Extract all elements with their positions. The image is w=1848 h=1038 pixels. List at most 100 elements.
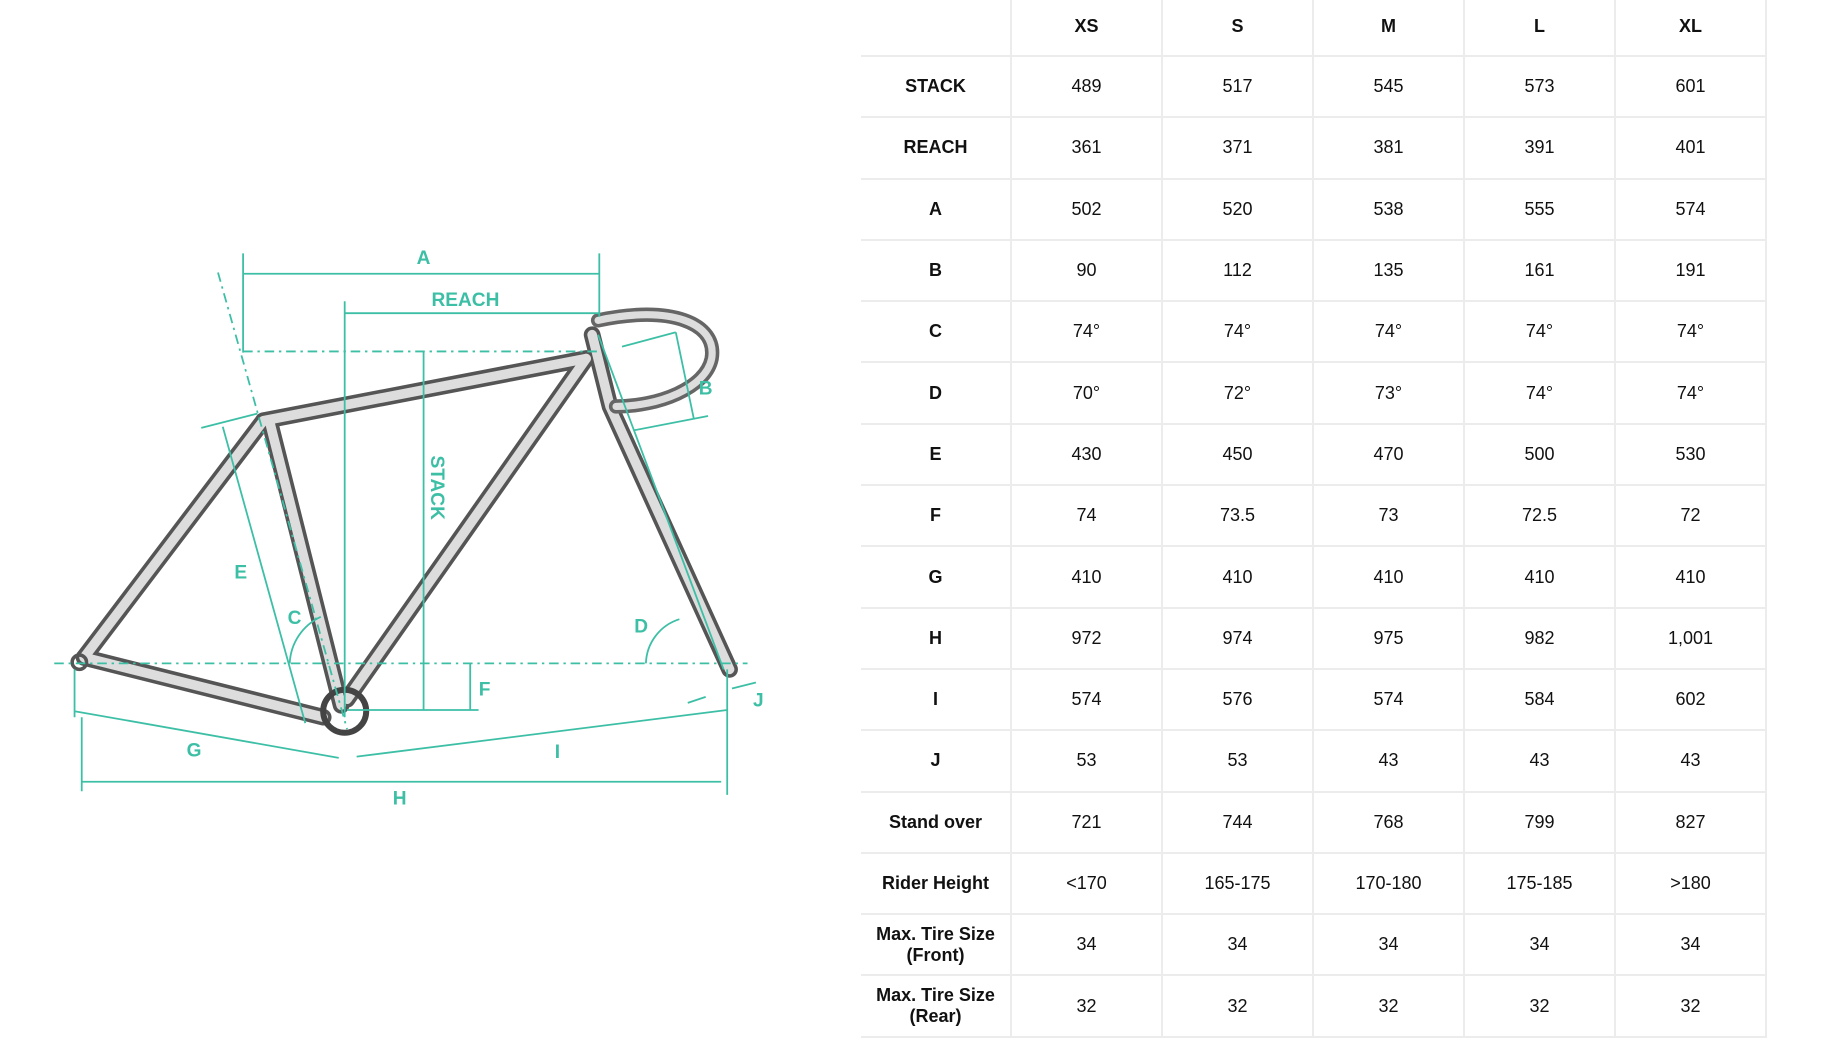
table-cell: 410 xyxy=(1010,545,1163,609)
table-cell: 43 xyxy=(1463,729,1616,793)
table-cell: >180 xyxy=(1614,851,1767,916)
table-cell: 584 xyxy=(1463,667,1616,732)
table-cell: 391 xyxy=(1463,116,1616,180)
table-cell: 982 xyxy=(1463,606,1616,670)
table-cell: 721 xyxy=(1010,790,1163,854)
table-cell: 112 xyxy=(1161,238,1314,303)
table-cell: 974 xyxy=(1161,606,1314,670)
table-cell: 74° xyxy=(1463,361,1616,425)
row-label: H xyxy=(861,606,1012,670)
table-cell: 601 xyxy=(1614,54,1767,119)
table-cell: 538 xyxy=(1312,177,1465,241)
table-cell: 602 xyxy=(1614,667,1767,732)
table-cell: 744 xyxy=(1161,790,1314,854)
table-cell: 410 xyxy=(1463,545,1616,609)
table-cell: 975 xyxy=(1312,606,1465,670)
table-cell: 74° xyxy=(1614,300,1767,364)
table-cell: 576 xyxy=(1161,667,1314,732)
table-cell: 191 xyxy=(1614,238,1767,303)
table-cell: 410 xyxy=(1161,545,1314,609)
header-empty xyxy=(861,0,1012,57)
table-cell: 799 xyxy=(1463,790,1616,854)
table-cell: 74° xyxy=(1312,300,1465,364)
dim-label-c: C xyxy=(288,608,302,629)
table-header-row: XS S M L XL xyxy=(861,0,1767,57)
table-cell: 489 xyxy=(1010,54,1163,119)
table-cell: 34 xyxy=(1010,913,1163,977)
table-cell: 165-175 xyxy=(1161,851,1314,916)
table-cell: <170 xyxy=(1010,851,1163,916)
table-cell: 32 xyxy=(1614,974,1767,1038)
table-cell: 53 xyxy=(1161,729,1314,793)
table-cell: 175-185 xyxy=(1463,851,1616,916)
table-cell: 32 xyxy=(1312,974,1465,1038)
dim-label-e: E xyxy=(234,563,247,584)
table-cell: 90 xyxy=(1010,238,1163,303)
table-cell: 574 xyxy=(1614,177,1767,241)
dim-label-g: G xyxy=(187,741,202,762)
table-cell: 520 xyxy=(1161,177,1314,241)
table-cell: 34 xyxy=(1312,913,1465,977)
row-label: I xyxy=(861,667,1012,732)
row-label: G xyxy=(861,545,1012,609)
table-cell: 972 xyxy=(1010,606,1163,670)
table-cell: 73° xyxy=(1312,361,1465,425)
table-cell: 53 xyxy=(1010,729,1163,793)
table-cell: 381 xyxy=(1312,116,1465,180)
row-label: Max. Tire Size (Front) xyxy=(861,913,1012,977)
table-cell: 470 xyxy=(1312,422,1465,487)
table-cell: 530 xyxy=(1614,422,1767,487)
table-cell: 361 xyxy=(1010,116,1163,180)
table-cell: 135 xyxy=(1312,238,1465,303)
table-cell: 34 xyxy=(1161,913,1314,977)
table-cell: 574 xyxy=(1312,667,1465,732)
table-cell: 70° xyxy=(1010,361,1163,425)
row-label: Stand over xyxy=(861,790,1012,854)
dim-label-f: F xyxy=(479,680,491,701)
row-label: REACH xyxy=(861,116,1012,180)
dim-label-b: B xyxy=(699,378,713,399)
header-size: XL xyxy=(1614,0,1767,57)
dimension-lines xyxy=(54,253,757,795)
dim-label-h: H xyxy=(393,788,407,809)
frame-geometry-diagram: A REACH STACK B C D E F G H I J xyxy=(54,248,764,809)
row-label: J xyxy=(861,729,1012,793)
dim-label-j: J xyxy=(753,690,764,711)
table-cell: 72.5 xyxy=(1463,484,1616,548)
row-label: Max. Tire Size (Rear) xyxy=(861,974,1012,1038)
table-cell: 74 xyxy=(1010,484,1163,548)
row-label: D xyxy=(861,361,1012,425)
header-size: M xyxy=(1312,0,1465,57)
table-cell: 32 xyxy=(1463,974,1616,1038)
table-cell: 545 xyxy=(1312,54,1465,119)
table-cell: 170-180 xyxy=(1312,851,1465,916)
header-size: S xyxy=(1161,0,1314,57)
table-cell: 43 xyxy=(1614,729,1767,793)
table-cell: 430 xyxy=(1010,422,1163,487)
row-label: STACK xyxy=(861,54,1012,119)
table-cell: 502 xyxy=(1010,177,1163,241)
table-cell: 401 xyxy=(1614,116,1767,180)
table-cell: 555 xyxy=(1463,177,1616,241)
table-cell: 450 xyxy=(1161,422,1314,487)
table-cell: 768 xyxy=(1312,790,1465,854)
table-cell: 74° xyxy=(1614,361,1767,425)
dim-label-i: I xyxy=(555,742,560,763)
table-cell: 43 xyxy=(1312,729,1465,793)
row-label: F xyxy=(861,484,1012,548)
table-cell: 74° xyxy=(1463,300,1616,364)
row-label: C xyxy=(861,300,1012,364)
